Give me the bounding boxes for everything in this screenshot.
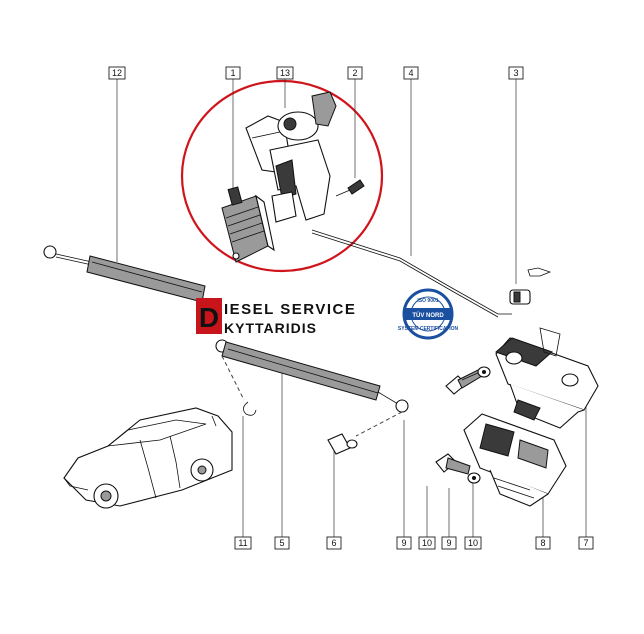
callout-12: 12 <box>108 66 126 80</box>
latch-body <box>495 327 599 429</box>
svg-text:9: 9 <box>446 538 451 548</box>
callout-10a: 10 <box>418 536 436 550</box>
retaining-clip <box>221 355 257 416</box>
callout-6: 6 <box>326 536 342 550</box>
svg-text:3: 3 <box>513 68 518 78</box>
svg-text:10: 10 <box>468 538 478 548</box>
callout-1: 1 <box>225 66 241 80</box>
screw-2 <box>335 179 365 197</box>
banner-line-1: IESEL SERVICE <box>224 301 356 318</box>
lock-mechanism <box>245 91 337 223</box>
certification-badge: ISO 9001 TÜV NORD SYSTEM CERTIFICATION <box>398 288 459 340</box>
badge-ring-top: ISO 9001 <box>417 298 438 304</box>
svg-text:2: 2 <box>352 68 357 78</box>
diesel-service-banner: D IESEL SERVICE KYTTARIDIS <box>196 298 392 336</box>
banner-logo-letter: D <box>199 302 219 333</box>
callout-7: 7 <box>578 536 594 550</box>
callout-9a: 9 <box>396 536 412 550</box>
callout-3: 3 <box>508 66 524 80</box>
banner-logo-square <box>196 298 222 334</box>
highlight-ellipse <box>180 79 384 273</box>
svg-text:4: 4 <box>408 68 413 78</box>
release-rod <box>311 229 512 318</box>
bolt-9b <box>435 453 471 475</box>
banner-line-2: KYTTARIDIS <box>224 320 317 336</box>
callout-11: 11 <box>234 536 252 550</box>
callout-10b: 10 <box>464 536 482 550</box>
car-illustration <box>63 407 233 509</box>
badge-ring-bottom: SYSTEM CERTIFICATION <box>398 326 459 332</box>
rod-clip <box>509 267 552 305</box>
svg-text:9: 9 <box>401 538 406 548</box>
svg-text:5: 5 <box>279 538 284 548</box>
callout-8: 8 <box>535 536 551 550</box>
svg-text:7: 7 <box>583 538 588 548</box>
callout-4: 4 <box>403 66 419 80</box>
svg-text:10: 10 <box>422 538 432 548</box>
callout-9b: 9 <box>441 536 457 550</box>
svg-text:6: 6 <box>331 538 336 548</box>
svg-text:12: 12 <box>112 68 122 78</box>
callout-2: 2 <box>347 66 363 80</box>
callout-13: 13 <box>276 66 294 80</box>
badge-middle: TÜV NORD <box>412 312 444 319</box>
washer-10a <box>477 366 491 378</box>
svg-text:11: 11 <box>238 538 247 548</box>
gas-strut-lower <box>215 339 409 413</box>
washer-10b <box>467 472 481 484</box>
svg-text:8: 8 <box>540 538 545 548</box>
bolt-9a <box>445 369 483 395</box>
callout-5: 5 <box>274 536 290 550</box>
ball-stud <box>327 411 403 455</box>
svg-text:1: 1 <box>230 68 235 78</box>
actuator-motor <box>221 186 275 263</box>
gas-strut-upper <box>43 245 206 303</box>
svg-text:13: 13 <box>280 68 290 78</box>
striker <box>463 413 567 507</box>
